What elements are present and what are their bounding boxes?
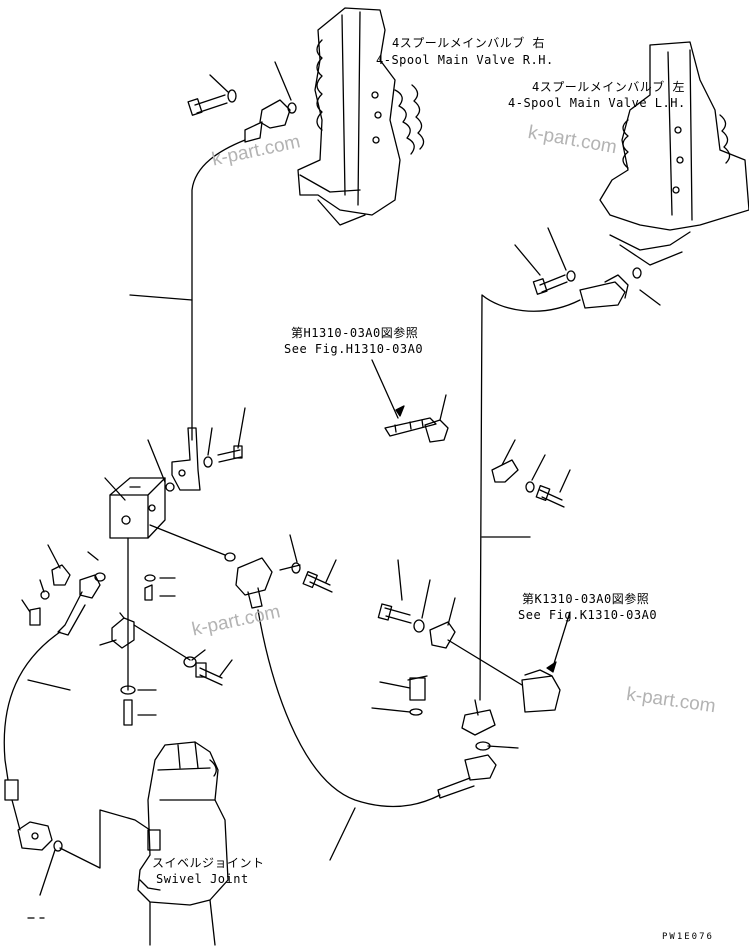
left-bracket-top — [147, 407, 246, 492]
lh-bolt-group — [514, 227, 661, 309]
hose-rh — [129, 139, 246, 441]
drawing-code: PW1E076 — [662, 932, 714, 942]
hose-center — [257, 609, 441, 861]
ref-h1310-label-en: See Fig.H1310-03A0 — [284, 342, 424, 356]
rh-bolt-group — [187, 61, 297, 143]
left-block — [104, 477, 166, 691]
middle-clamp-group — [377, 559, 571, 713]
hose-lh — [479, 294, 581, 701]
lower-right-fittings — [371, 675, 519, 799]
ref-k1310-label-jp: 第K1310-03A0図参照 — [522, 592, 650, 606]
swivel-joint — [137, 741, 229, 946]
valve-lh-label-jp: 4スプールメインバルブ 左 — [532, 80, 685, 94]
left-lower-bracket — [99, 574, 233, 726]
main-valve-lh — [599, 41, 749, 266]
main-valve-rh — [297, 7, 425, 226]
valve-rh-label-en: 4-Spool Main Valve R.H. — [376, 53, 554, 67]
left-hose-group — [3, 544, 151, 896]
valve-lh-label-en: 4-Spool Main Valve L.H. — [508, 96, 686, 110]
swivel-joint-label-jp: スイベルジョイント — [152, 856, 265, 870]
ref-k1310-label-en: See Fig.K1310-03A0 — [518, 608, 658, 622]
bracket-h1310 — [371, 359, 449, 443]
ref-h1310-label-jp: 第H1310-03A0図参照 — [291, 326, 419, 340]
center-elbow — [149, 524, 337, 609]
swivel-joint-label-en: Swivel Joint — [156, 872, 249, 886]
valve-rh-label-jp: 4スプールメインバルブ 右 — [392, 36, 545, 50]
right-clamp-group — [491, 439, 571, 508]
